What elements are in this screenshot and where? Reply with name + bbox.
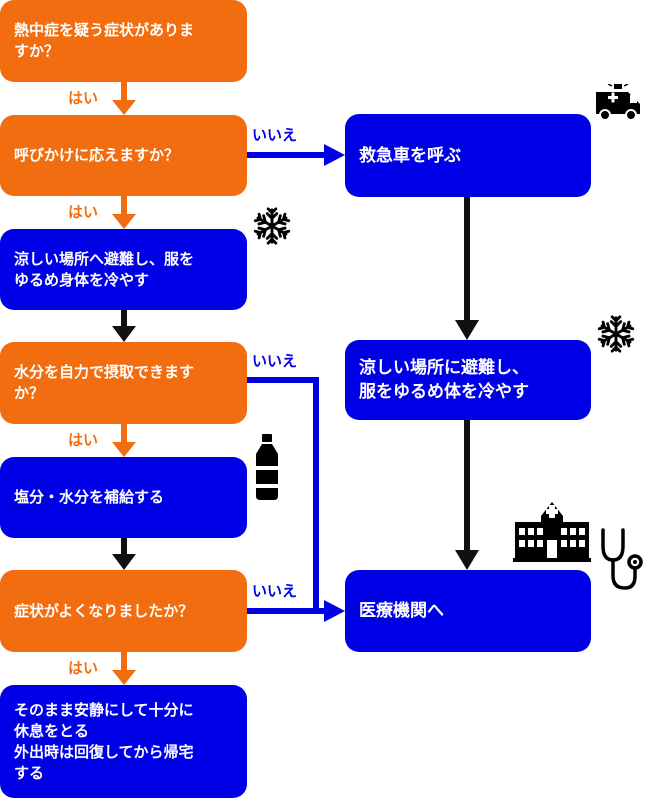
ambulance-icon	[596, 84, 640, 121]
question-can-drink-water: 水分を自力で摂取できます か？	[0, 342, 247, 424]
water-bottle-icon	[256, 434, 278, 500]
left-black-arrows	[112, 310, 136, 570]
stethoscope-icon	[601, 528, 643, 590]
question-responds-to-call: 呼びかけに応えますか？	[0, 115, 247, 196]
no-label: いいえ	[252, 126, 298, 144]
yes-label: はい	[68, 89, 99, 107]
yes-label: はい	[68, 431, 99, 449]
action-move-cool-place-right: 涼しい場所に避難し、 服をゆるめ体を冷やす	[345, 340, 591, 420]
yes-label: はい	[68, 659, 99, 677]
question-heatstroke-symptoms: 熱中症を疑う症状がありま すか？	[0, 0, 247, 82]
snowflake-icon	[597, 315, 635, 353]
no-arrows	[247, 144, 345, 622]
hospital-icon	[513, 502, 591, 562]
action-replenish-salt-water: 塩分・水分を補給する	[0, 457, 247, 538]
question-symptoms-improved: 症状がよくなりましたか？	[0, 570, 247, 652]
right-black-arrows	[455, 197, 479, 570]
yes-label: はい	[68, 203, 99, 221]
action-go-to-medical-institution: 医療機関へ	[345, 570, 591, 652]
action-call-ambulance: 救急車を呼ぶ	[345, 114, 591, 197]
no-label: いいえ	[252, 352, 298, 370]
action-move-cool-place: 涼しい場所へ避難し、服を ゆるめ身体を冷やす	[0, 229, 247, 310]
yes-arrows	[112, 82, 136, 685]
no-label: いいえ	[252, 582, 298, 600]
action-rest-and-recover: そのまま安静にして十分に 休息をとる 外出時は回復してから帰宅 する	[0, 685, 247, 798]
snowflake-icon	[253, 207, 291, 245]
